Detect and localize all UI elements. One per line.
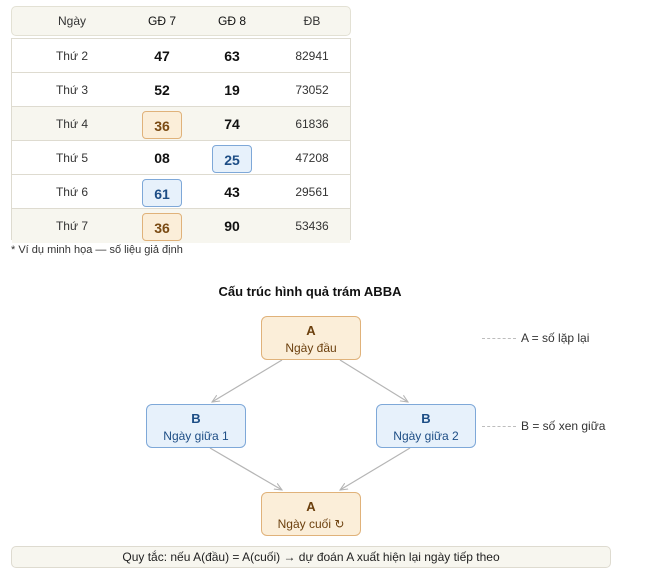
node-left-b: B Ngày giữa 1 (146, 404, 246, 448)
header-day: Ngày (57, 14, 86, 28)
rule-box: Quy tắc: nếu A(đầu) = A(cuối) → dự đoán … (11, 546, 611, 568)
cell-day: Thứ 3 (55, 83, 89, 97)
cell-day: Thứ 5 (55, 151, 89, 165)
cell-g7: 36 (137, 209, 187, 243)
highlight-chip-a: 36 (142, 212, 182, 241)
edge-right-bottom (340, 447, 411, 490)
node-left-letter: B (191, 411, 201, 426)
node-right-label: Ngày giữa 2 (393, 429, 459, 443)
cell-day: Thứ 7 (55, 219, 89, 233)
edge-top-left (212, 359, 283, 402)
table-row: Thứ 4 36 74 61836 (12, 107, 350, 141)
node-left-label: Ngày giữa 1 (163, 429, 229, 443)
cell-db: 73052 (295, 83, 329, 97)
cell-day: Thứ 6 (55, 185, 89, 199)
table-row: Thứ 3 52 19 73052 (12, 73, 350, 107)
legend-a: A = số lặp lại (521, 331, 590, 345)
node-right-letter: B (421, 411, 431, 426)
cell-g8: 63 (224, 48, 240, 64)
table-footnote: * Ví dụ minh họa — số liệu giả định (11, 244, 183, 256)
header-db: ĐB (303, 14, 321, 28)
cell-db: 53436 (295, 219, 329, 233)
table-header: Ngày GĐ 7 GĐ 8 ĐB (11, 6, 351, 36)
legend-b-dash (482, 426, 516, 427)
cell-g8: 19 (224, 82, 240, 98)
cell-g7: 61 (137, 175, 187, 209)
cell-g8: 74 (224, 116, 240, 132)
edge-left-bottom (209, 447, 282, 490)
edge-top-right (339, 359, 408, 402)
cell-g7: 52 (154, 82, 170, 98)
cell-g7: 36 (137, 107, 187, 141)
node-top-letter: A (306, 323, 316, 338)
cell-day: Thứ 2 (55, 49, 89, 63)
node-right-b: B Ngày giữa 2 (376, 404, 476, 448)
cell-g8: 90 (224, 218, 240, 234)
header-g7: GĐ 7 (147, 14, 176, 28)
header-g8: GĐ 8 (217, 14, 246, 28)
node-top-label: Ngày đầu (285, 341, 337, 355)
node-bottom-letter: A (306, 499, 316, 514)
cell-g8: 25 (207, 141, 257, 175)
diagram-title: Cấu trúc hình quả trám ABBA (218, 284, 402, 299)
table-row: Thứ 6 61 43 29561 (12, 175, 350, 209)
node-bottom-a: A Ngày cuối ↻ (261, 492, 361, 536)
highlight-chip-b: 61 (142, 178, 182, 207)
table-row: Thứ 7 36 90 53436 (12, 209, 350, 243)
cell-day: Thứ 4 (55, 117, 89, 131)
cell-db: 29561 (295, 185, 329, 199)
cell-db: 82941 (295, 49, 329, 63)
highlight-chip-b: 25 (212, 144, 252, 173)
node-top-a: A Ngày đầu (261, 316, 361, 360)
legend-a-dash (482, 338, 516, 339)
table-row: Thứ 2 47 63 82941 (12, 39, 350, 73)
node-bottom-label: Ngày cuối ↻ (277, 517, 345, 531)
highlight-chip-a: 36 (142, 110, 182, 139)
cell-g7: 08 (154, 150, 170, 166)
cell-g7: 47 (154, 48, 170, 64)
cell-db: 47208 (295, 151, 329, 165)
legend-b: B = số xen giữa (521, 419, 606, 433)
table-row: Thứ 5 08 25 47208 (12, 141, 350, 175)
cell-db: 61836 (295, 117, 329, 131)
cell-g8: 43 (224, 184, 240, 200)
